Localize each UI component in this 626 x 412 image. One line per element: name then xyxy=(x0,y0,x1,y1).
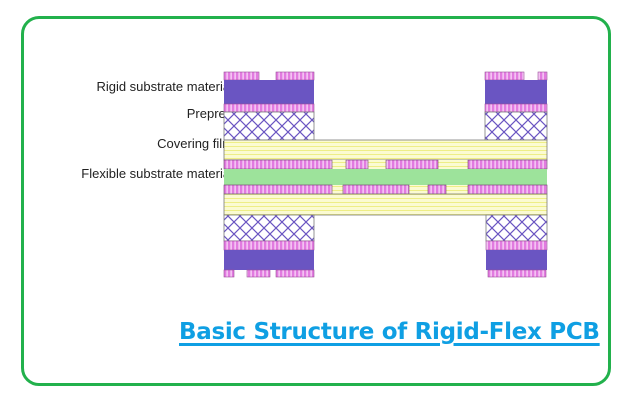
copper-trace xyxy=(223,269,235,278)
right-rigid-stack-top xyxy=(484,71,548,141)
copper-trace xyxy=(223,184,333,195)
copper-layer xyxy=(223,103,315,113)
rigid-substrate xyxy=(224,80,314,104)
flex-core xyxy=(223,139,548,216)
copper-trace xyxy=(385,159,439,170)
label-covering-film: Covering film xyxy=(157,136,233,151)
label-prepreg: Prepreg xyxy=(187,106,233,121)
film-gap xyxy=(224,160,547,169)
copper-trace xyxy=(487,269,547,278)
prepreg xyxy=(223,214,315,242)
copper-trace xyxy=(484,71,525,81)
left-rigid-stack-bottom xyxy=(223,214,315,278)
rigid-substrate xyxy=(485,80,547,104)
covering-film-top xyxy=(223,139,548,161)
label-flexible-substrate: Flexible substrate material xyxy=(81,166,233,181)
copper-trace xyxy=(537,71,548,81)
copper-layer xyxy=(485,240,548,251)
page-title[interactable]: Basic Structure of Rigid-Flex PCB xyxy=(179,319,600,345)
prepreg xyxy=(223,111,315,141)
copper-trace xyxy=(246,269,271,278)
copper-trace xyxy=(223,71,260,81)
border-frame xyxy=(21,16,611,386)
prepreg xyxy=(485,214,548,242)
copper-trace xyxy=(467,184,548,195)
copper-trace xyxy=(275,71,315,81)
copper-trace xyxy=(275,269,315,278)
rigid-substrate xyxy=(486,250,547,270)
copper-trace xyxy=(467,159,548,170)
label-rigid-substrate: Rigid substrate material xyxy=(96,79,233,94)
copper-trace xyxy=(342,184,410,195)
left-rigid-stack-top xyxy=(223,71,315,141)
copper-layer xyxy=(223,240,315,251)
prepreg xyxy=(484,111,548,141)
copper-trace xyxy=(223,159,333,170)
rigid-substrate xyxy=(224,250,314,270)
copper-layer xyxy=(484,103,548,113)
covering-film-bottom xyxy=(223,193,548,216)
right-rigid-stack-bottom xyxy=(485,214,548,278)
copper-trace xyxy=(345,159,369,170)
flexible-substrate xyxy=(224,169,547,185)
copper-trace xyxy=(427,184,447,195)
